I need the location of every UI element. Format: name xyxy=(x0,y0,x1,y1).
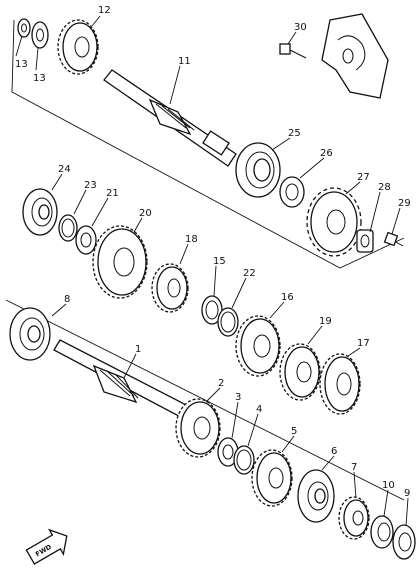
part-19-gear xyxy=(279,343,321,401)
callout-21: 21 xyxy=(106,188,119,199)
callout-9: 9 xyxy=(404,488,410,499)
part-16-gear xyxy=(235,315,281,377)
callout-19: 19 xyxy=(319,316,332,327)
part-9-bearing xyxy=(392,524,416,560)
part-6-gear xyxy=(297,469,335,523)
callout-16: 16 xyxy=(281,292,294,303)
part-26-seal xyxy=(279,176,305,208)
part-11-axle xyxy=(103,69,237,167)
callout-7: 7 xyxy=(351,462,357,473)
part-29-bolt xyxy=(383,231,404,247)
callout-4: 4 xyxy=(256,404,262,415)
callout-26: 26 xyxy=(320,148,333,159)
callout-25: 25 xyxy=(288,128,301,139)
fwd-arrow-badge: FWD xyxy=(25,528,68,565)
part-7-gear xyxy=(338,496,370,540)
part-8-bearing xyxy=(9,307,51,361)
callout-15: 15 xyxy=(213,256,226,267)
callout-11: 11 xyxy=(178,56,191,67)
part-14-washer xyxy=(17,18,31,38)
callout-17: 17 xyxy=(357,338,370,349)
upper-assembly-line xyxy=(11,19,405,269)
callout-8: 8 xyxy=(64,294,70,305)
callout-30: 30 xyxy=(294,22,307,33)
callout-23: 23 xyxy=(84,180,97,191)
callout-3: 3 xyxy=(235,392,241,403)
callout-27: 27 xyxy=(357,172,370,183)
part-18-gear xyxy=(151,263,189,313)
callout-29: 29 xyxy=(398,198,411,209)
part-22-circlip xyxy=(217,307,239,337)
part-4-circlip xyxy=(233,445,255,475)
part-21-washer xyxy=(75,225,97,255)
part-1-shaft xyxy=(53,339,197,423)
callout-22: 22 xyxy=(243,268,256,279)
part-5-gear xyxy=(251,449,293,507)
callout-13: 13 xyxy=(33,73,46,84)
callout-28: 28 xyxy=(378,182,391,193)
part-24-bearing xyxy=(22,188,58,236)
part-17-gear xyxy=(319,353,361,415)
callout-24: 24 xyxy=(58,164,71,175)
part-28-lock-washer xyxy=(356,229,374,253)
part-2-gear xyxy=(175,398,221,458)
part-30-screw xyxy=(279,43,307,59)
part-23-circlip xyxy=(58,214,78,242)
callout-5: 5 xyxy=(291,426,297,437)
part-20-gear xyxy=(92,225,148,299)
callout-1: 1 xyxy=(135,344,141,355)
part-12-gear xyxy=(57,19,99,75)
callout-18: 18 xyxy=(185,234,198,245)
callout-14: 13 xyxy=(15,59,28,70)
part-10-bearing xyxy=(370,515,394,549)
callout-12: 12 xyxy=(98,5,111,16)
part-3-washer xyxy=(217,437,239,467)
part-13-thrust-washer xyxy=(31,21,49,49)
callout-10: 10 xyxy=(382,480,395,491)
callout-leaders xyxy=(15,15,409,527)
part-27-sprocket xyxy=(306,187,362,257)
crankcase-fragment xyxy=(321,13,389,99)
part-25-bearing xyxy=(235,142,281,198)
callout-20: 20 xyxy=(139,208,152,219)
callout-2: 2 xyxy=(218,378,224,389)
callout-6: 6 xyxy=(331,446,337,457)
callout-labels: 13 13 12 11 25 26 27 28 29 30 24 23 21 2… xyxy=(15,5,411,499)
